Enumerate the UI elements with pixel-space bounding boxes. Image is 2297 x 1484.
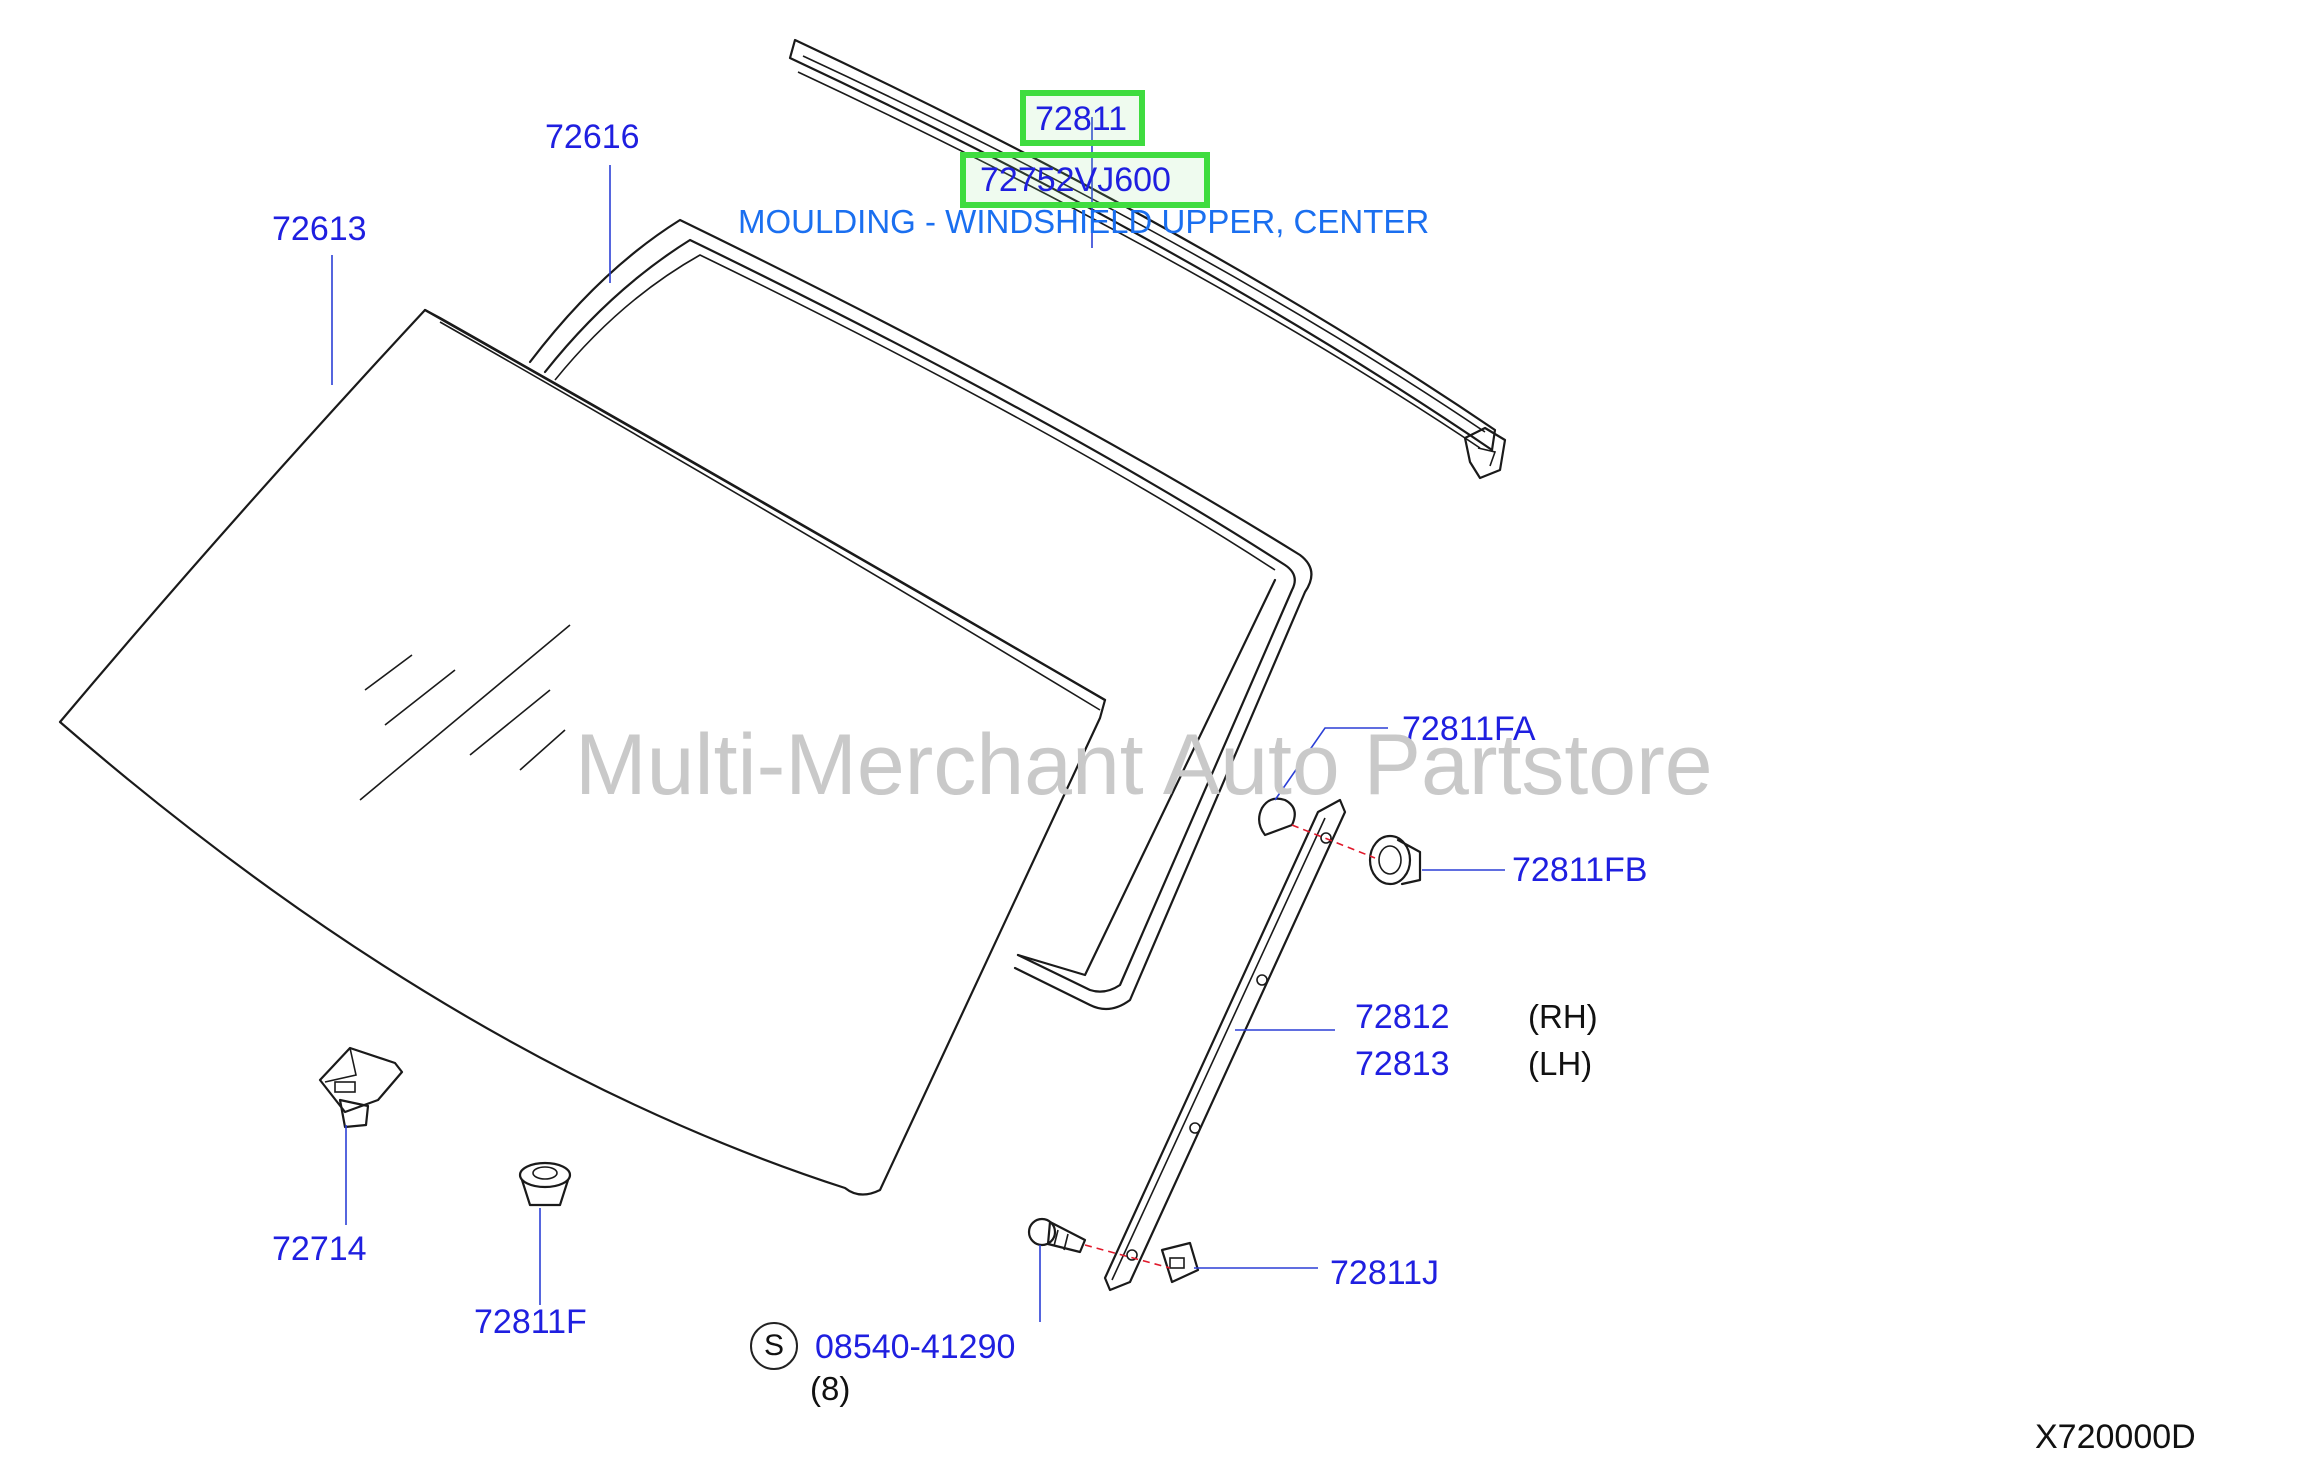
- part-label-72714[interactable]: 72714: [272, 1230, 367, 1268]
- screw-08540-41290[interactable]: [1027, 1217, 1087, 1254]
- clip-72811FB[interactable]: [1368, 834, 1422, 886]
- side-moulding-part[interactable]: [1103, 798, 1347, 1292]
- grommet-72811F[interactable]: [518, 1161, 572, 1207]
- clip-72714[interactable]: [318, 1046, 404, 1129]
- part-label-72811F[interactable]: 72811F: [474, 1303, 587, 1341]
- guide-line-screw: [1084, 1244, 1171, 1269]
- part-label-72813[interactable]: 72813: [1355, 1045, 1450, 1083]
- watermark-text: Multi-Merchant Auto Partstore: [575, 717, 1713, 813]
- windshield-frame-part[interactable]: [528, 218, 1313, 1011]
- highlight-box-72752VJ600: [960, 152, 1210, 208]
- part-label-72616[interactable]: 72616: [545, 118, 640, 156]
- windshield-glass-part[interactable]: [58, 308, 1107, 1196]
- part-label-08540-41290[interactable]: 08540-41290: [815, 1328, 1016, 1366]
- clip-72811FA[interactable]: [1258, 797, 1296, 837]
- part-description: MOULDING - WINDSHIELD UPPER, CENTER: [738, 203, 1430, 240]
- side-note-lh: (LH): [1528, 1045, 1593, 1082]
- diagram-code: X720000D: [2035, 1418, 2196, 1456]
- guide-line-clips: [1291, 824, 1376, 859]
- leader-lines: [331, 117, 1505, 1322]
- upper-moulding-part[interactable]: [788, 38, 1507, 480]
- part-label-72752VJ600[interactable]: 72752VJ600: [980, 161, 1171, 199]
- side-note-rh: (RH): [1528, 998, 1598, 1035]
- part-label-72811FB[interactable]: 72811FB: [1512, 851, 1648, 889]
- part-label-72812[interactable]: 72812: [1355, 998, 1450, 1036]
- screw-quantity: (8): [810, 1370, 851, 1407]
- clip-72811J[interactable]: [1160, 1241, 1200, 1284]
- part-label-72811[interactable]: 72811: [1035, 100, 1128, 138]
- part-label-72613[interactable]: 72613: [272, 210, 367, 248]
- highlight-box-72811: [1020, 90, 1145, 146]
- part-label-72811J[interactable]: 72811J: [1330, 1254, 1440, 1292]
- standard-part-symbol: S: [750, 1322, 798, 1370]
- part-label-72811FA[interactable]: 72811FA: [1402, 710, 1536, 748]
